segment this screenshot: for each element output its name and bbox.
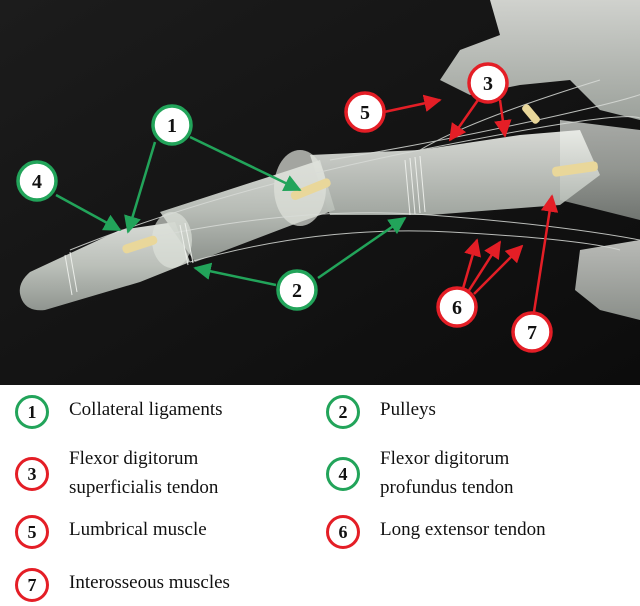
legend-badge-2: 2 <box>326 395 360 429</box>
legend-text-1: Collateral ligaments <box>69 399 223 420</box>
legend-item-1: 1 Collateral ligaments <box>15 395 223 429</box>
callout-1-label: 1 <box>167 115 177 137</box>
callout-3: 3 <box>467 62 509 104</box>
finger-proximal-phalanx <box>310 130 600 215</box>
tendon-strings <box>69 79 640 263</box>
legend-text-7: Interosseous muscles <box>69 572 230 593</box>
hand-model-lower <box>575 240 640 320</box>
callout-1: 1 <box>151 104 193 146</box>
callout-2-label: 2 <box>292 280 302 302</box>
legend-item-5: 5 Lumbrical muscle <box>15 515 207 549</box>
pulley-windings <box>64 155 426 296</box>
legend-text-5: Lumbrical muscle <box>69 519 207 540</box>
callout-3-label: 3 <box>483 73 493 95</box>
callout-arrows <box>55 94 559 313</box>
tendon-yellow-middle <box>290 178 331 200</box>
legend-text-6: Long extensor tendon <box>380 519 546 540</box>
tendon-yellow-upper <box>522 104 540 124</box>
callout-6-label: 6 <box>452 297 462 319</box>
legend-text-3: Flexor digitorum superficialis tendon <box>69 448 219 498</box>
legend-item-2: 2 Pulleys <box>326 395 436 429</box>
legend: 1 Collateral ligaments 2 Pulleys 3 Flexo… <box>0 385 640 606</box>
legend-badge-3: 3 <box>15 457 49 491</box>
legend-text-4: Flexor digitorum profundus tendon <box>380 448 514 498</box>
callout-4-label: 4 <box>32 171 42 193</box>
callout-5: 5 <box>344 91 386 133</box>
tendon-yellow-proximal <box>552 161 598 177</box>
legend-badge-1: 1 <box>15 395 49 429</box>
legend-item-6: 6 Long extensor tendon <box>326 515 546 549</box>
legend-badge-5: 5 <box>15 515 49 549</box>
callout-4: 4 <box>16 160 58 202</box>
legend-badge-7: 7 <box>15 568 49 602</box>
legend-text-2: Pulleys <box>380 399 436 420</box>
callout-7-label: 7 <box>527 322 537 344</box>
legend-item-7: 7 Interosseous muscles <box>15 568 230 602</box>
callout-2: 2 <box>276 269 318 311</box>
callout-6: 6 <box>436 286 478 328</box>
callout-5-label: 5 <box>360 102 370 124</box>
callout-7: 7 <box>511 311 553 353</box>
tendon-yellow-distal <box>122 235 158 254</box>
legend-item-3: 3 Flexor digitorum superficialis tendon <box>15 448 218 502</box>
joint-dip <box>152 212 192 268</box>
finger-model-photo: 1 2 3 4 5 6 7 <box>0 0 640 385</box>
legend-badge-6: 6 <box>326 515 360 549</box>
legend-item-4: 4 Flexor digitorum profundus tendon <box>326 448 514 502</box>
legend-badge-4: 4 <box>326 457 360 491</box>
